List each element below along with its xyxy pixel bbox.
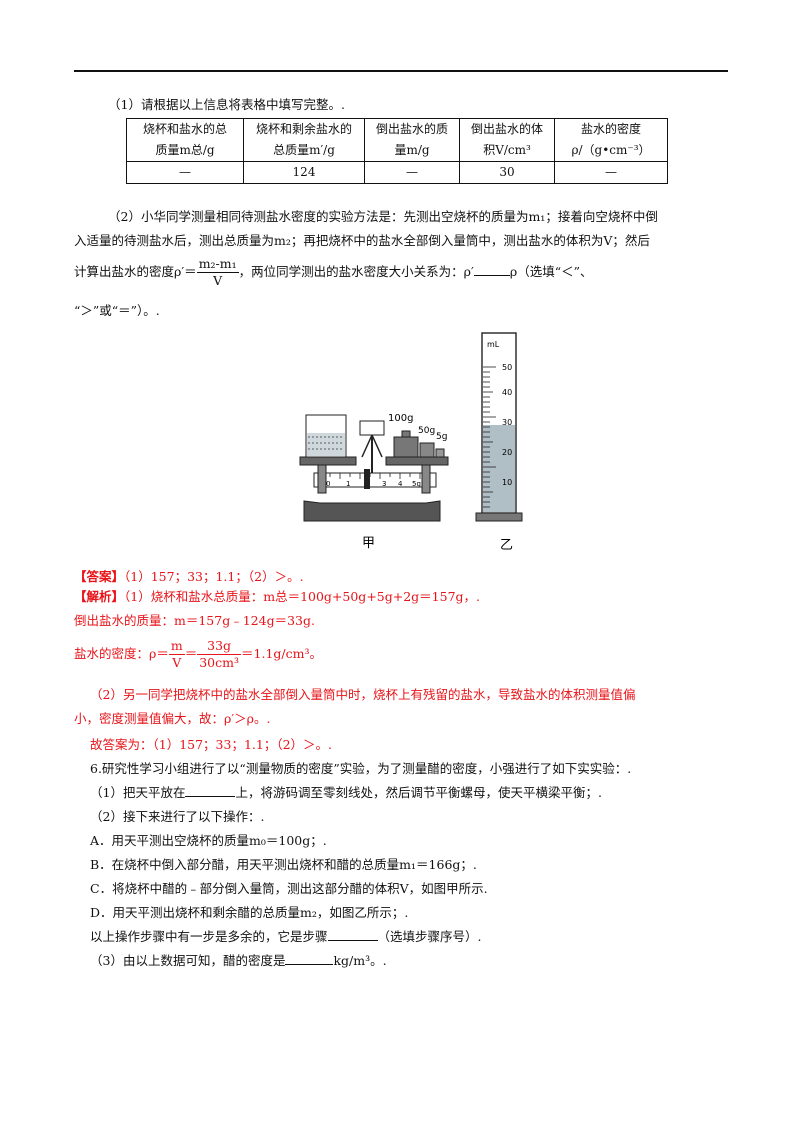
balance-base xyxy=(303,500,441,522)
scale-tick-label: 4 xyxy=(398,480,403,488)
table-cell: — xyxy=(364,161,460,184)
table-cell: — xyxy=(126,161,244,184)
data-table: 烧杯和盐水的总质量m总/g 烧杯和剩余盐水的总质量m′/g 倒出盐水的质量m/g… xyxy=(126,118,668,184)
answer-blank[interactable] xyxy=(185,784,236,797)
weight-label: 100g xyxy=(388,413,413,424)
scale-tick-label: 1 xyxy=(346,480,350,488)
q6-step-c: C．将烧杯中醋的﹣部分倒入量筒，测出这部分醋的体积V，如图甲所示. xyxy=(90,881,488,896)
figure-label-jia: 甲 xyxy=(362,536,375,551)
q6-line1: 6.研究性学习小组进行了以“测量物质的密度”实验，为了测量醋的密度，小强进行了如… xyxy=(90,761,632,776)
answer-blank[interactable] xyxy=(285,952,334,965)
q5-part1: （1）请根据以上信息将表格中填写完整。. xyxy=(108,97,345,112)
weight-label: 5g xyxy=(436,432,447,442)
analysis-line6: 故答案为：（1）157；33；1.1；（2）＞。. xyxy=(90,737,333,752)
table-row: — 124 — 30 — xyxy=(126,161,668,184)
table-cell: — xyxy=(554,161,668,184)
cylinder-tick-label: 50 xyxy=(502,363,512,372)
rider xyxy=(364,469,370,489)
q5-part2-line2: 入适量的待测盐水后，测出总质量为m₂；再把烧杯中的盐水全部倒入量筒中，测出盐水的… xyxy=(74,233,650,248)
analysis-line1: 【解析】（1）烧杯和盐水总质量：m总＝100g+50g+5g+2g＝157g，. xyxy=(74,589,481,604)
q6-step-b: B．在烧杯中倒入部分醋，用天平测出烧杯和醋的总质量m₁＝166g；. xyxy=(90,857,477,872)
cylinder-tick-label: 20 xyxy=(502,448,512,457)
balance-scale xyxy=(313,472,437,488)
weight-5g xyxy=(435,448,445,458)
answer-line: 【答案】（1）157；33；1.1；（2）＞。. xyxy=(74,569,304,584)
table-header-cell: 烧杯和剩余盐水的总质量m′/g xyxy=(243,118,365,162)
weight-50g xyxy=(419,442,435,458)
scale-tick-label: 3 xyxy=(382,480,386,488)
analysis-line5: 小，密度测量值偏大，故：ρ′＞ρ。. xyxy=(74,711,271,726)
cylinder-tick-label: 10 xyxy=(502,478,512,487)
table-header-row: 烧杯和盐水的总质量m总/g 烧杯和剩余盐水的总质量m′/g 倒出盐水的质量m/g… xyxy=(126,118,668,162)
analysis-tag: 【解析】 xyxy=(74,589,125,604)
table-header-cell: 倒出盐水的体积V/cm³ xyxy=(459,118,555,162)
header-rule xyxy=(74,70,728,72)
analysis-line4: （2）另一同学把烧杯中的盐水全部倒入量筒中时，烧杯上有残留的盐水，导致盐水的体积… xyxy=(90,687,636,702)
figure-label-yi: 乙 xyxy=(500,538,513,553)
weight-label: 50g xyxy=(418,426,435,436)
cylinder-base xyxy=(475,512,523,522)
table-cell: 30 xyxy=(459,161,555,184)
right-pan xyxy=(385,456,449,466)
q5-part2-line1: （2）小华同学测量相同待测盐水密度的实验方法是：先测出空烧杯的质量为m₁；接着向… xyxy=(108,209,658,224)
pointer-dial xyxy=(359,420,385,436)
q6-line3: （2）接下来进行了以下操作：. xyxy=(90,809,265,824)
q6-step-a: A．用天平测出空烧杯的质量m₀＝100g；. xyxy=(90,833,327,848)
table-header-cell: 烧杯和盐水的总质量m总/g xyxy=(126,118,244,162)
cylinder-tick-label: 40 xyxy=(502,388,512,397)
cylinder-tick-label: 30 xyxy=(502,418,512,427)
answer-blank[interactable] xyxy=(327,928,378,941)
q6-step-d: D．用天平测出烧杯和剩余醋的总质量m₂，如图乙所示；. xyxy=(90,905,409,920)
scale-tick-label: 5g xyxy=(412,480,421,488)
q5-part2-line4: “＞”或“＝”）。. xyxy=(74,303,160,318)
weight-100g xyxy=(393,436,419,458)
analysis-line2: 倒出盐水的质量：m＝157g﹣124g＝33g. xyxy=(74,613,315,628)
answer-tag: 【答案】 xyxy=(74,569,125,584)
q6-line2: （1）把天平放在上，将游码调至零刻线处，然后调节平衡螺母，使天平横梁平衡；. xyxy=(90,784,602,800)
answer-blank[interactable] xyxy=(473,263,510,276)
scale-tick-label: 0 xyxy=(326,480,330,488)
experiment-figure: 0 1 2 3 4 5g 100g 50g 5g 甲 mL xyxy=(299,332,523,553)
table-cell: 124 xyxy=(243,161,365,184)
left-pan xyxy=(299,456,357,466)
cylinder-unit: mL xyxy=(487,340,500,349)
table-header-cell: 倒出盐水的质量m/g xyxy=(364,118,460,162)
q6-line8: 以上操作步骤中有一步是多余的，它是步骤（选填步骤序号）. xyxy=(90,928,482,944)
